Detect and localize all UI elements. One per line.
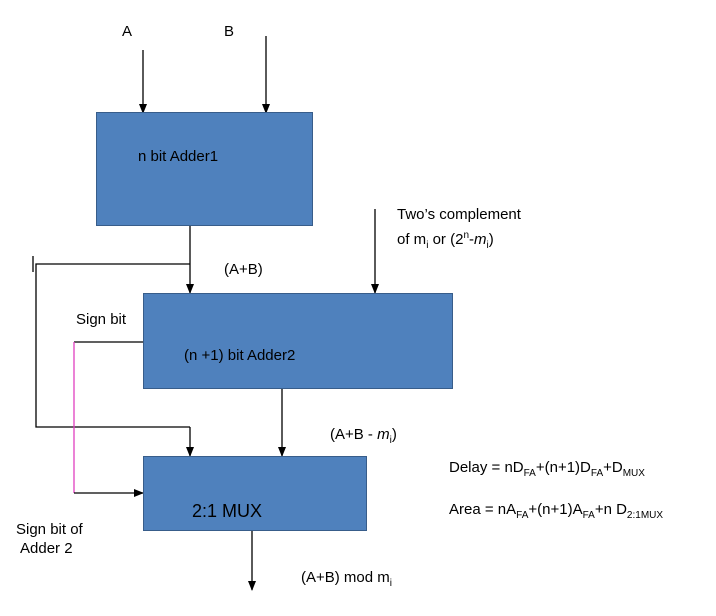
sign-bit-label: Sign bit: [76, 311, 127, 328]
input-b-label: B: [224, 23, 235, 40]
area-equation: Area = nAFA+(n+1)AFA+n D2:1MUX: [449, 501, 664, 521]
complement-label-line2: of mi or (2n-mi): [397, 230, 494, 251]
sign-bit-adder2-line2: Adder 2: [20, 540, 73, 557]
input-a-label: A: [122, 23, 133, 40]
adder2-block: [143, 293, 453, 389]
mux-label: 2:1 MUX: [192, 501, 263, 521]
diff-label: (A+B - mi): [330, 426, 397, 446]
adder1-label: n bit Adder1: [138, 148, 219, 165]
adder1-block: [96, 112, 313, 226]
sum-label: (A+B): [224, 261, 263, 278]
delay-equation: Delay = nDFA+(n+1)DFA+DMUX: [449, 459, 645, 479]
adder2-label: (n +1) bit Adder2: [184, 347, 296, 364]
sum-bypass-wire: [35, 263, 190, 428]
complement-label-line1: Two’s complement: [397, 206, 521, 223]
mux-block: [143, 456, 367, 531]
sign-bit-adder2-line1: Sign bit of: [16, 521, 83, 538]
result-label: (A+B) mod mi: [301, 569, 393, 589]
